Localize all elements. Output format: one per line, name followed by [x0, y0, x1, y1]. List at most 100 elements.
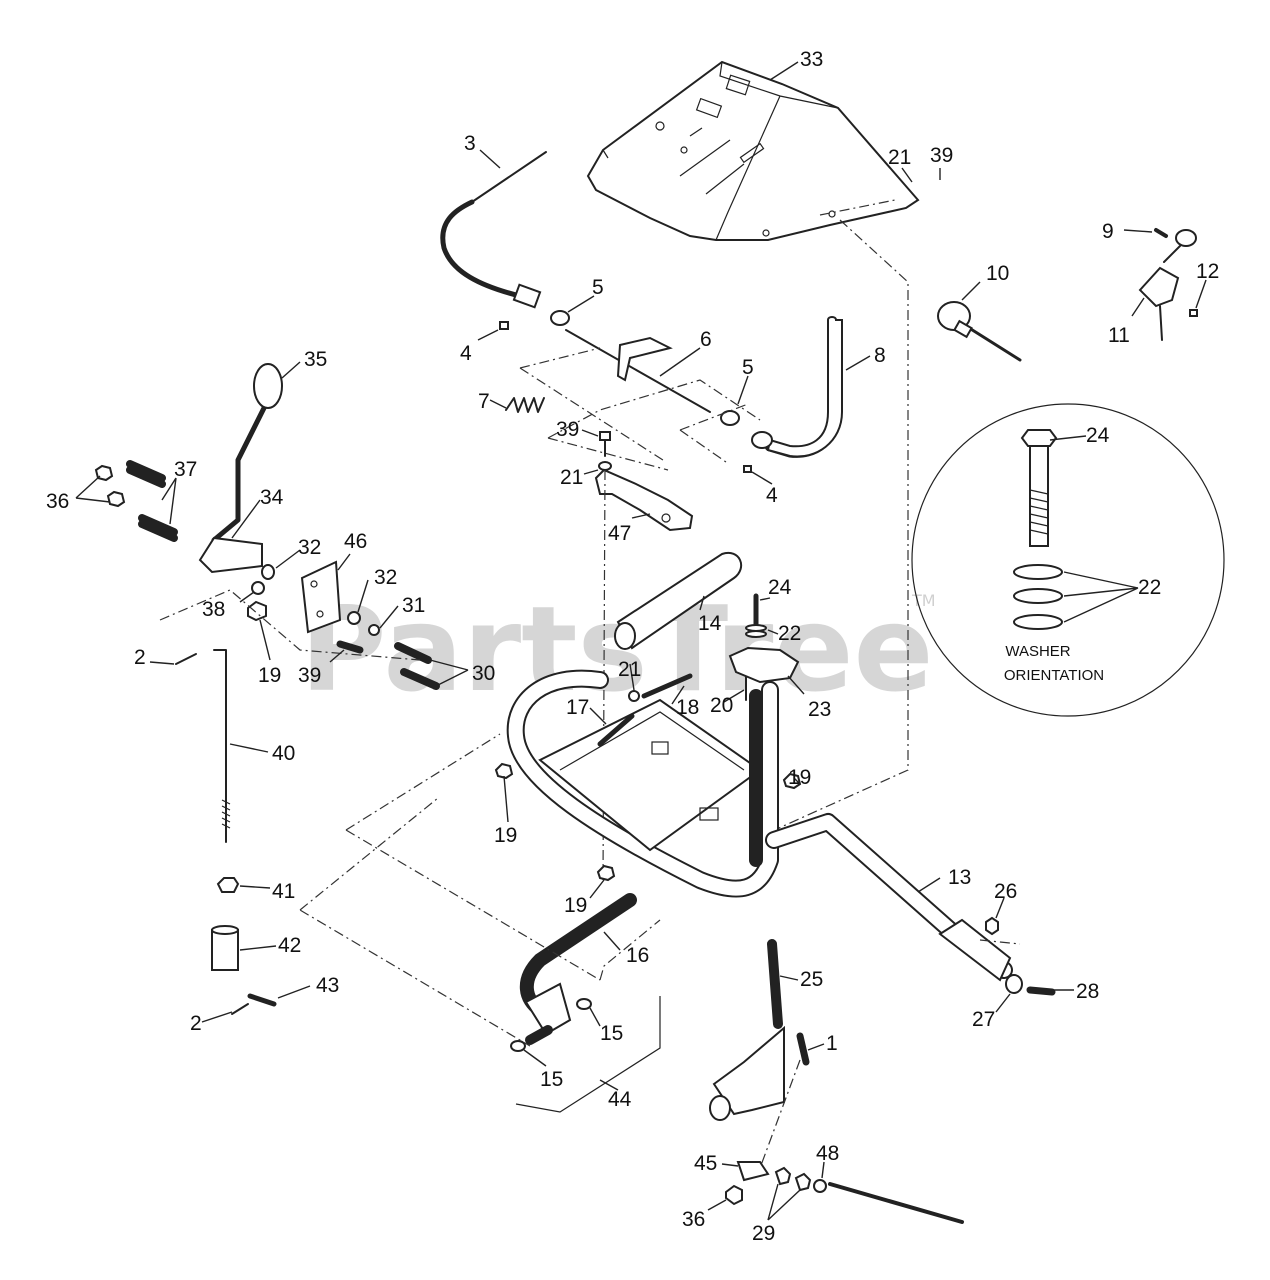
callout-28: 28 [1076, 980, 1099, 1003]
part-19-nut-a [247, 600, 267, 622]
part-3-cable [440, 151, 547, 309]
callout-7: 7 [478, 390, 490, 413]
callout-5-b: 5 [742, 356, 754, 379]
part-35-shift-lever [211, 363, 283, 543]
inset-caption-line1: WASHER [1005, 643, 1070, 660]
washer-orientation-inset: WASHER ORIENTATION [911, 403, 1225, 717]
callout-25: 25 [800, 968, 823, 991]
callout-42: 42 [278, 934, 301, 957]
part-41-nut [216, 877, 240, 893]
callout-22-a: 22 [1138, 576, 1161, 599]
part-9-screw [1154, 228, 1168, 238]
callout-30: 30 [472, 662, 495, 685]
part-7-spring [505, 397, 545, 413]
assembly-line-13 [979, 939, 1021, 945]
inset-caption-line2: ORIENTATION [1004, 667, 1104, 684]
callout-45: 45 [694, 1152, 717, 1175]
callout-21-c: 21 [618, 658, 641, 681]
callout-12: 12 [1196, 260, 1219, 283]
part-34-plate [198, 536, 263, 574]
part-19-nut-d [596, 864, 616, 882]
callout-39-c: 39 [298, 664, 321, 687]
watermark: PartsTree [300, 580, 934, 718]
callout-41: 41 [272, 880, 295, 903]
callout-17: 17 [566, 696, 589, 719]
part-27-washer [1005, 974, 1023, 994]
callout-46: 46 [344, 530, 367, 553]
callout-19-c: 19 [494, 824, 517, 847]
callout-4-a: 4 [460, 342, 472, 365]
part-1-bolt [796, 1032, 810, 1066]
callout-15-b: 15 [540, 1068, 563, 1091]
part-16-pedal [519, 893, 637, 1045]
part-5-bushing-b [720, 410, 740, 426]
part-37-springs [126, 460, 178, 542]
part-36-nut-b [725, 1184, 743, 1206]
callout-3: 3 [464, 132, 476, 155]
callout-20: 20 [710, 694, 733, 717]
callout-39-a: 39 [930, 144, 953, 167]
part-2-pin-b [231, 1003, 249, 1015]
callout-18: 18 [676, 696, 699, 719]
callout-47: 47 [608, 522, 631, 545]
callout-6: 6 [700, 328, 712, 351]
assembly-line-33 [769, 219, 909, 833]
part-40-rod [213, 649, 231, 843]
callout-19-a: 19 [258, 664, 281, 687]
part-4-nut-b [743, 465, 752, 473]
callout-24-b: 24 [768, 576, 792, 599]
callout-32-a: 32 [298, 536, 321, 559]
callout-4-b: 4 [766, 484, 778, 507]
part-8-lever [751, 316, 843, 458]
part-18-bolt [641, 673, 693, 699]
part-43-pin [247, 993, 277, 1007]
part-33-plate [586, 60, 920, 241]
callout-26: 26 [994, 880, 1017, 903]
assembly-lines-16 [299, 733, 661, 1047]
part-38-washer [251, 581, 265, 595]
callout-33: 33 [800, 48, 823, 71]
callout-16: 16 [626, 944, 649, 967]
callout-11: 11 [1108, 324, 1130, 347]
callout-43: 43 [316, 974, 339, 997]
callout-9: 9 [1102, 220, 1114, 243]
part-13-arm [765, 813, 1013, 982]
callout-37: 37 [174, 458, 197, 481]
callout-32-b: 32 [374, 566, 397, 589]
watermark-trademark: TM [911, 591, 936, 610]
part-30-bolts [394, 642, 440, 690]
callout-14: 14 [698, 612, 722, 635]
part-rod [828, 1182, 964, 1224]
callout-27: 27 [972, 1008, 995, 1031]
part-29-nut-2 [794, 1172, 812, 1192]
assembly-line-47 [547, 379, 761, 471]
part-15-bushing-b [510, 1040, 526, 1052]
callout-2-b: 2 [190, 1012, 202, 1035]
callout-19-d: 19 [564, 894, 587, 917]
callout-34: 34 [260, 486, 284, 509]
part-25-lever [709, 939, 785, 1121]
part-12-nut [1189, 309, 1198, 317]
callout-15-a: 15 [600, 1022, 623, 1045]
callout-44: 44 [608, 1088, 632, 1111]
part-23-clamp [728, 646, 800, 684]
part-5-bushing-a [550, 310, 570, 326]
callout-numbers: 33 3 21 39 9 12 10 11 5 4 6 5 8 35 7 39 … [46, 48, 1219, 1245]
part-11-switch [1138, 229, 1197, 341]
part-17-pin [597, 713, 635, 747]
callout-48: 48 [816, 1142, 839, 1165]
callout-40: 40 [272, 742, 295, 765]
part-10-knob [937, 301, 1022, 362]
part-26-nut [985, 916, 999, 936]
part-39-bolt-b [599, 431, 611, 457]
callout-21-b: 21 [560, 466, 583, 489]
assembly-line-34 [159, 589, 421, 661]
part-44-outline [515, 996, 661, 1113]
part-31-washer [368, 624, 380, 636]
callout-5-a: 5 [592, 276, 604, 299]
callout-39-b: 39 [556, 418, 579, 441]
callout-21-a: 21 [888, 146, 911, 169]
part-39-bolt-c [336, 640, 364, 654]
callout-35: 35 [304, 348, 327, 371]
callout-19-b: 19 [788, 766, 811, 789]
